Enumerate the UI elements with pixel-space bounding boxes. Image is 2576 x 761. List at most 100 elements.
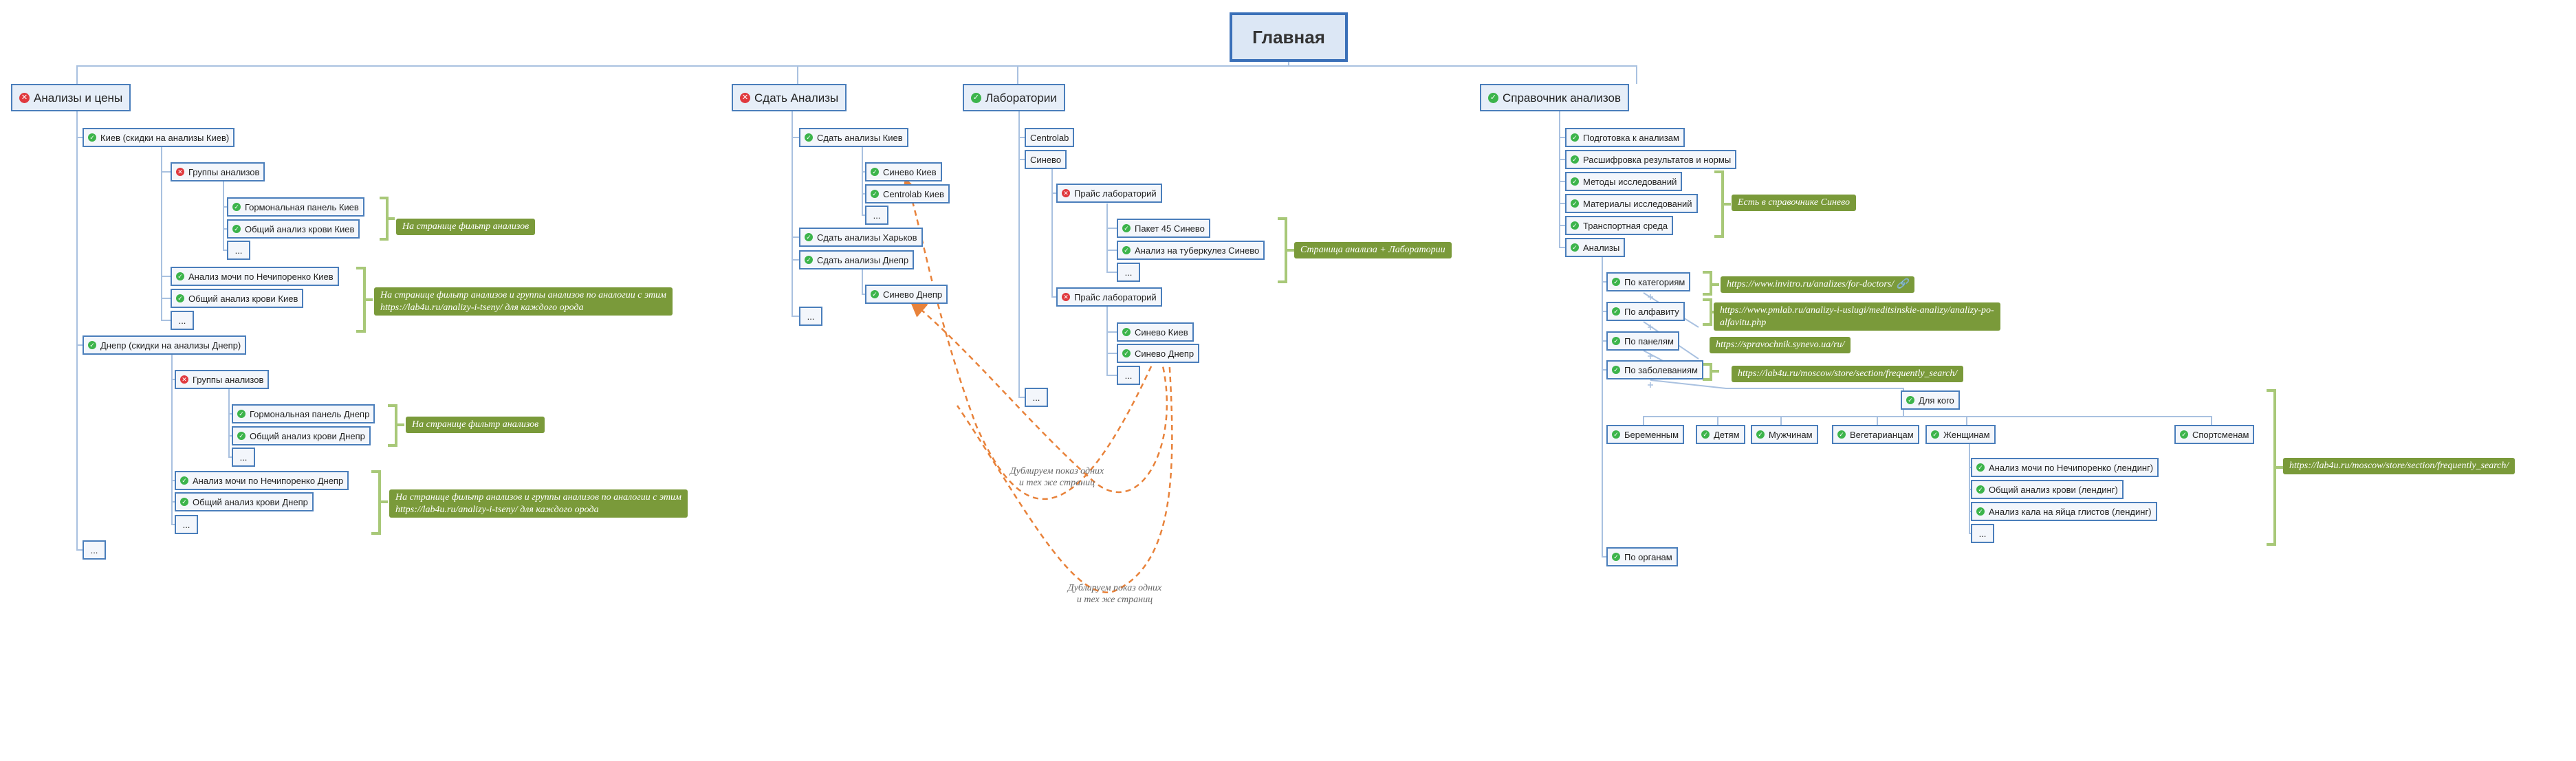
node-take-dnepr[interactable]: ✓Сдать анализы Днепр (799, 250, 915, 269)
check-icon: ✓ (1612, 366, 1620, 374)
node-ref-pregnant[interactable]: ✓Беременным (1606, 425, 1685, 444)
section-reference[interactable]: ✓Справочник анализов (1480, 84, 1630, 111)
root-label: Главная (1252, 27, 1325, 47)
node-lab-more2[interactable]: ... (1117, 366, 1140, 385)
check-icon: ✓ (88, 133, 96, 142)
node-take-kiev-centrolab[interactable]: ✓Centrolab Киев (865, 184, 950, 203)
cross-icon: ✕ (1062, 189, 1070, 197)
expand-marker (1648, 324, 1653, 330)
node-ref-by-disease[interactable]: ✓По заболеваниям (1606, 360, 1703, 379)
cross-icon: ✕ (19, 92, 30, 103)
note-lab4u-link: https://lab4u.ru/moscow/store/section/fr… (1732, 366, 1964, 382)
check-icon: ✓ (1571, 243, 1579, 252)
node-take-kiev[interactable]: ✓Сдать анализы Киев (799, 128, 908, 147)
node-ref-children[interactable]: ✓Детям (1696, 425, 1745, 444)
check-icon: ✓ (871, 190, 879, 198)
node-ref-for-whom[interactable]: ✓Для кого (1901, 390, 1960, 410)
node-kiev-blood2[interactable]: ✓Общий анализ крови Киев (171, 289, 304, 308)
node-lab-pack[interactable]: ✓Пакет 45 Синево (1117, 219, 1210, 238)
node-ref-women-blood[interactable]: ✓Общий анализ крови (лендинг) (1971, 480, 2124, 499)
node-s1-more[interactable]: ... (83, 540, 106, 560)
node-take-kiev-synevo[interactable]: ✓Синево Киев (865, 162, 942, 181)
node-ref-prep[interactable]: ✓Подготовка к анализам (1565, 128, 1685, 147)
node-ref-women[interactable]: ✓Женщинам (1925, 425, 1996, 444)
node-kiev[interactable]: ✓Киев (скидки на анализы Киев) (83, 128, 235, 147)
check-icon: ✓ (1571, 221, 1579, 230)
section-analyses-prices[interactable]: ✕Анализы и цены (11, 84, 131, 111)
connector (1969, 444, 1971, 534)
check-icon: ✓ (971, 92, 981, 103)
node-ref-women-feces[interactable]: ✓Анализ кала на яйца глистов (лендинг) (1971, 502, 2157, 521)
node-lab-synevo-kiev[interactable]: ✓Синево Киев (1117, 322, 1194, 342)
node-dnepr-groups[interactable]: ✕Группы анализов (175, 370, 270, 389)
node-lab-synevo[interactable]: Синево (1025, 150, 1067, 169)
check-icon: ✓ (1122, 246, 1131, 254)
section-take-analyses[interactable]: ✕Сдать Анализы (732, 84, 847, 111)
check-icon: ✓ (1571, 155, 1579, 164)
node-dnepr-more[interactable]: ... (232, 448, 255, 467)
node-lab-tb[interactable]: ✓Анализ на туберкулез Синево (1117, 241, 1265, 260)
node-ref-by-panel[interactable]: ✓По панелям (1606, 331, 1679, 351)
cross-icon: ✕ (1062, 293, 1070, 301)
connector (228, 389, 232, 458)
node-kiev-hormonal[interactable]: ✓Гормональная панель Киев (227, 197, 364, 217)
note-invitro-link: https://www.invitro.ru/analizes/for-doct… (1721, 276, 1915, 293)
check-icon: ✓ (1931, 430, 1939, 439)
connector (76, 111, 83, 551)
check-icon: ✓ (2180, 430, 2188, 439)
node-dnepr-more2[interactable]: ... (175, 515, 198, 534)
node-lab-price2[interactable]: ✕Прайс лабораторий (1056, 287, 1162, 307)
node-kiev-more[interactable]: ... (227, 241, 250, 260)
node-ref-by-category[interactable]: ✓По категориям (1606, 272, 1691, 291)
connector (1602, 257, 1606, 558)
node-ref-women-more[interactable]: ... (1971, 524, 1994, 543)
check-icon: ✓ (237, 410, 245, 418)
node-ref-men[interactable]: ✓Мужчинам (1751, 425, 1818, 444)
node-take-kiev-more[interactable]: ... (865, 206, 888, 225)
check-icon: ✓ (805, 233, 813, 241)
node-kiev-blood[interactable]: ✓Общий анализ крови Киев (227, 219, 360, 239)
note-synevo-link: https://spravochnik.synevo.ua/ru/ (1710, 337, 1851, 353)
node-ref-athletes[interactable]: ✓Спортсменам (2174, 425, 2255, 444)
cross-icon: ✕ (740, 92, 750, 103)
node-lab-synevo-dnepr[interactable]: ✓Синево Днепр (1117, 344, 1200, 363)
node-ref-methods[interactable]: ✓Методы исследований (1565, 172, 1683, 191)
dashed-arrow (909, 299, 1168, 493)
node-dnepr-urine[interactable]: ✓Анализ мочи по Нечипоренко Днепр (175, 471, 349, 490)
node-ref-by-organ[interactable]: ✓По органам (1606, 547, 1678, 566)
connector (862, 269, 865, 295)
node-take-more[interactable]: ... (799, 307, 822, 326)
node-ref-analyses[interactable]: ✓Анализы (1565, 238, 1626, 257)
connector (1650, 379, 1904, 390)
node-ref-women-urine[interactable]: ✓Анализ мочи по Нечипоренко (лендинг) (1971, 458, 2159, 477)
node-lab-more3[interactable]: ... (1025, 388, 1048, 407)
node-dnepr-hormonal[interactable]: ✓Гормональная панель Днепр (232, 404, 375, 423)
connector (1106, 307, 1117, 376)
node-kiev-urine[interactable]: ✓Анализ мочи по Нечипоренко Киев (171, 267, 339, 286)
node-lab-more1[interactable]: ... (1117, 263, 1140, 282)
node-ref-materials[interactable]: ✓Материалы исследований (1565, 194, 1698, 213)
node-ref-vegetarians[interactable]: ✓Вегетарианцам (1832, 425, 1919, 444)
check-icon: ✓ (232, 225, 241, 233)
section-laboratories[interactable]: ✓Лаборатории (963, 84, 1065, 111)
node-lab-price1[interactable]: ✕Прайс лабораторий (1056, 184, 1162, 203)
node-dnepr-blood2[interactable]: ✓Общий анализ крови Днепр (175, 492, 314, 511)
node-ref-decode[interactable]: ✓Расшифровка результатов и нормы (1565, 150, 1737, 169)
node-kiev-groups[interactable]: ✕Группы анализов (171, 162, 265, 181)
root-node[interactable]: Главная (1230, 12, 1348, 62)
check-icon: ✓ (176, 272, 184, 280)
node-dnepr[interactable]: ✓Днепр (скидки на анализы Днепр) (83, 335, 247, 355)
note-groups-kiev: На странице фильтр анализов и группы ана… (374, 287, 673, 316)
note-bracket (1703, 363, 1719, 381)
node-kiev-more2[interactable]: ... (171, 311, 194, 330)
node-ref-transport[interactable]: ✓Транспортная среда (1565, 216, 1674, 235)
node-take-kharkov[interactable]: ✓Сдать анализы Харьков (799, 228, 923, 247)
expand-marker (1648, 382, 1653, 388)
node-ref-by-alphabet[interactable]: ✓По алфавиту (1606, 302, 1685, 321)
node-take-dnepr-synevo[interactable]: ✓Синево Днепр (865, 285, 948, 304)
node-dnepr-blood[interactable]: ✓Общий анализ крови Днепр (232, 426, 371, 445)
node-lab-centrolab[interactable]: Centrolab (1025, 128, 1075, 147)
